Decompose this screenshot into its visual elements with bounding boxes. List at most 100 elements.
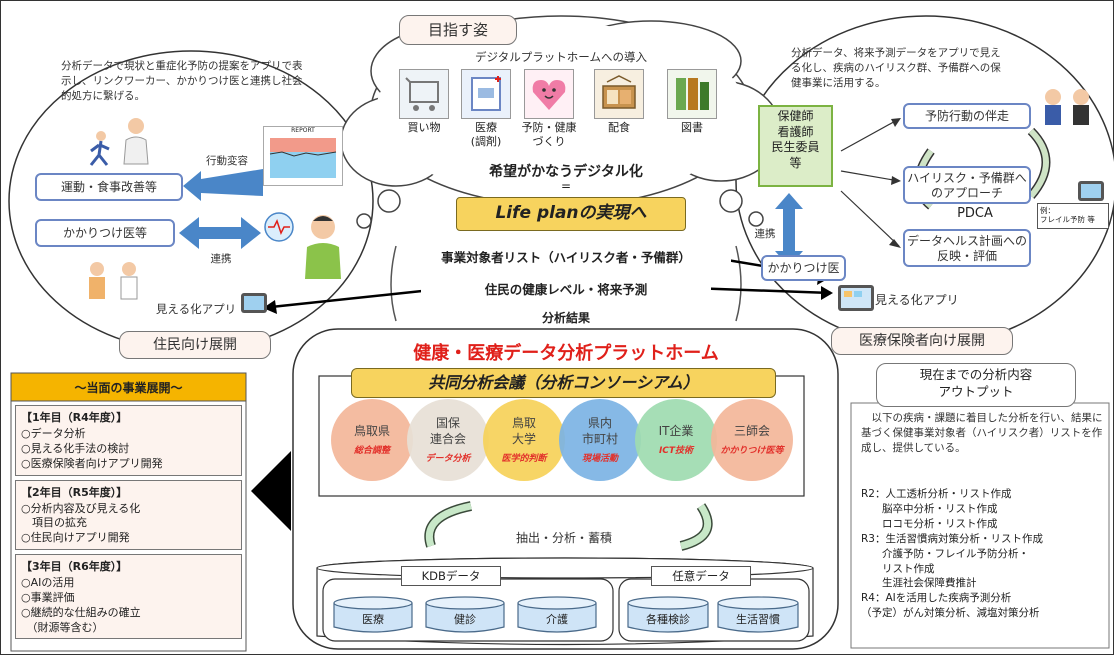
output-line: 生涯社会保障費推計 xyxy=(861,577,977,590)
process-label: 抽出・分析・蓄積 xyxy=(515,531,612,545)
output-line: R2：人工透析分析・リスト作成 xyxy=(861,488,1012,500)
family-doctor-box: かかりつけ医等 xyxy=(35,219,175,247)
man-thinking-icon xyxy=(299,211,347,279)
output-line: ロコモ分析・リスト作成 xyxy=(861,517,998,530)
output-line: R3：生活習慣病対策分析・リスト作成 xyxy=(861,532,1043,545)
phase-item: ○医療保険者向けアプリ開発 xyxy=(21,456,163,470)
report-chart-icon: REPORT xyxy=(263,126,343,186)
database-label: 医療 xyxy=(362,613,384,626)
consortium-member-role: 現場活動 xyxy=(581,454,618,465)
database-cylinder: 生活習慣 xyxy=(717,595,799,635)
output-line: 介護予防・フレイル予防分析・ xyxy=(861,547,1029,560)
person-walking-icon xyxy=(81,129,121,169)
residents-description: 分析データで現状と重症化予防の提案をアプリで表示し、リンクワーカー、かかりつけ医… xyxy=(61,60,303,103)
highrisk-step-box: ハイリスク・予備群へのアプローチ xyxy=(903,166,1031,204)
phase-item: ○事業評価 xyxy=(21,590,75,604)
consortium-member: 県内 市町村現場活動 xyxy=(559,399,641,481)
pdca-label: PDCA xyxy=(957,206,993,221)
wearable-icon xyxy=(263,211,295,243)
database-label: 生活習慣 xyxy=(736,613,780,626)
consortium-member-name: 鳥取県 xyxy=(353,423,390,438)
doctor-patient-icon xyxy=(83,259,145,301)
tablet-icon-right xyxy=(836,283,876,313)
insurers-description: 分析データ、将来予測データをアプリで見える化し、疾病のハイリスク群、予備群への保… xyxy=(791,47,1001,90)
platform-title: 健康・医療データ分析プラットホーム xyxy=(413,343,719,364)
life-plan-banner: Life planの実現へ xyxy=(456,197,686,231)
exercise-diet-box: 運動・食事改善等 xyxy=(35,173,183,201)
goal-item-label: 予防・健康 づくり xyxy=(521,121,577,148)
phase-item: （財源等含む） xyxy=(21,620,104,634)
phase-item: ○分析内容及び見える化 xyxy=(21,501,141,515)
target-list-text: 事業対象者リスト（ハイリスク者・予備群） xyxy=(401,247,731,266)
database-label: 各種検診 xyxy=(646,613,690,626)
equals-sign: = xyxy=(560,179,572,193)
consortium-member-role: 医学的判断 xyxy=(501,454,547,465)
slogan: 希望がかなうデジタル化 xyxy=(489,164,643,180)
prevention-step-box: 予防行動の伴走 xyxy=(903,103,1031,129)
database-label: 介護 xyxy=(546,613,568,626)
database-label: 健診 xyxy=(454,613,476,626)
example-note: 例： フレイル予防 等 xyxy=(1037,203,1109,229)
consortium-member-name: 国保 連合会 xyxy=(429,415,466,446)
example-note-text: 例： フレイル予防 等 xyxy=(1040,206,1095,224)
residents-cooperation-label: 連携 xyxy=(210,253,232,265)
database-cylinder: 医療 xyxy=(333,595,413,635)
consortium-member-name: 県内 市町村 xyxy=(581,415,618,446)
insurers-app-label: 見える化アプリ xyxy=(875,293,959,307)
consortium-member: 鳥取県総合調整 xyxy=(331,399,413,481)
analysis-result-text: 分析結果 xyxy=(541,311,590,325)
database-cylinder: 各種検診 xyxy=(627,595,709,635)
goal-item-label: 医療 (調剤) xyxy=(470,121,502,148)
datahealth-step-box: データヘルス計画への反映・評価 xyxy=(903,229,1031,267)
consortium-member-role: ICT技術 xyxy=(658,446,694,457)
consortium-member: 三師会かかりつけ医等 xyxy=(711,399,793,481)
consortium-member-role: かかりつけ医等 xyxy=(720,446,784,457)
phase-item: ○継続的な仕組みの確立 xyxy=(21,605,141,619)
output-title-box: 現在までの分析内容 アウトプット xyxy=(876,363,1076,407)
phase-block: 【1年目（R4年度）】○データ分析○見える化手法の検討○医療保険者向けアプリ開発 xyxy=(15,405,242,476)
output-line: （予定）がん対策分析、減塩対策分析 xyxy=(861,607,1040,620)
consortium-member-name: 三師会 xyxy=(733,423,770,438)
phase-item: 項目の拡充 xyxy=(21,516,87,530)
consortium-member-name: 鳥取 大学 xyxy=(511,415,536,446)
optional-data-label-text: 任意データ xyxy=(672,569,730,583)
goal-item-label: 配食 xyxy=(608,121,630,134)
goal-item-label: 図書 xyxy=(681,121,703,134)
tablet-icon-right-small xyxy=(1076,179,1106,203)
residents-app-label: 見える化アプリ xyxy=(155,302,237,316)
kdb-label-text: KDBデータ xyxy=(421,569,481,583)
consortium-member-role: 総合調整 xyxy=(353,446,390,457)
phase-heading: 【3年目（R6年度）】 xyxy=(21,560,128,574)
staff-box: 保健師 看護師 民生委員 等 xyxy=(758,105,833,187)
books-icon xyxy=(667,69,717,119)
database-cylinder: 健診 xyxy=(425,595,505,635)
life-plan-text: Life planの実現へ xyxy=(495,203,647,223)
nurse-icon xyxy=(116,116,156,166)
consultation-icon xyxy=(1037,85,1097,127)
kdb-label: KDBデータ xyxy=(401,566,501,586)
database-cylinder: 介護 xyxy=(517,595,597,635)
behavior-change-label: 行動変容 xyxy=(206,155,248,167)
staff-label: 保健師 看護師 民生委員 等 xyxy=(771,109,820,170)
consortium-member: IT企業 ICT技術 xyxy=(635,399,717,481)
consortium-banner: 共同分析会議（分析コンソーシアム） xyxy=(351,368,776,398)
shopping-cart-icon xyxy=(399,69,449,119)
output-title: 現在までの分析内容 アウトプット xyxy=(919,367,1033,399)
phase-heading: 【2年目（R5年度）】 xyxy=(21,485,128,499)
phases-title: ～当面の事業展開～ xyxy=(74,381,183,395)
family-doctor-box-right: かかりつけ医 xyxy=(761,255,846,281)
heart-icon xyxy=(524,69,574,119)
insurers-cooperation-label: 連携 xyxy=(754,228,776,240)
health-forecast-text: 住民の健康レベル・将来予測 xyxy=(421,279,711,298)
meal-box-icon xyxy=(594,69,644,119)
consortium-text: 共同分析会議（分析コンソーシアム） xyxy=(428,373,699,392)
consortium-member-name: IT企業 xyxy=(658,423,694,438)
phase-item: ○AIの活用 xyxy=(21,576,75,590)
goal-tag: 目指す姿 xyxy=(399,15,517,45)
phase-item: ○データ分析 xyxy=(21,427,86,440)
report-chart-title: REPORT xyxy=(291,127,315,134)
optional-data-label: 任意データ xyxy=(651,566,751,586)
output-line: R4：AIを活用した疾病予測分析 xyxy=(861,592,1012,605)
phases-list: 【1年目（R4年度）】○データ分析○見える化手法の検討○医療保険者向けアプリ開発… xyxy=(15,405,242,643)
